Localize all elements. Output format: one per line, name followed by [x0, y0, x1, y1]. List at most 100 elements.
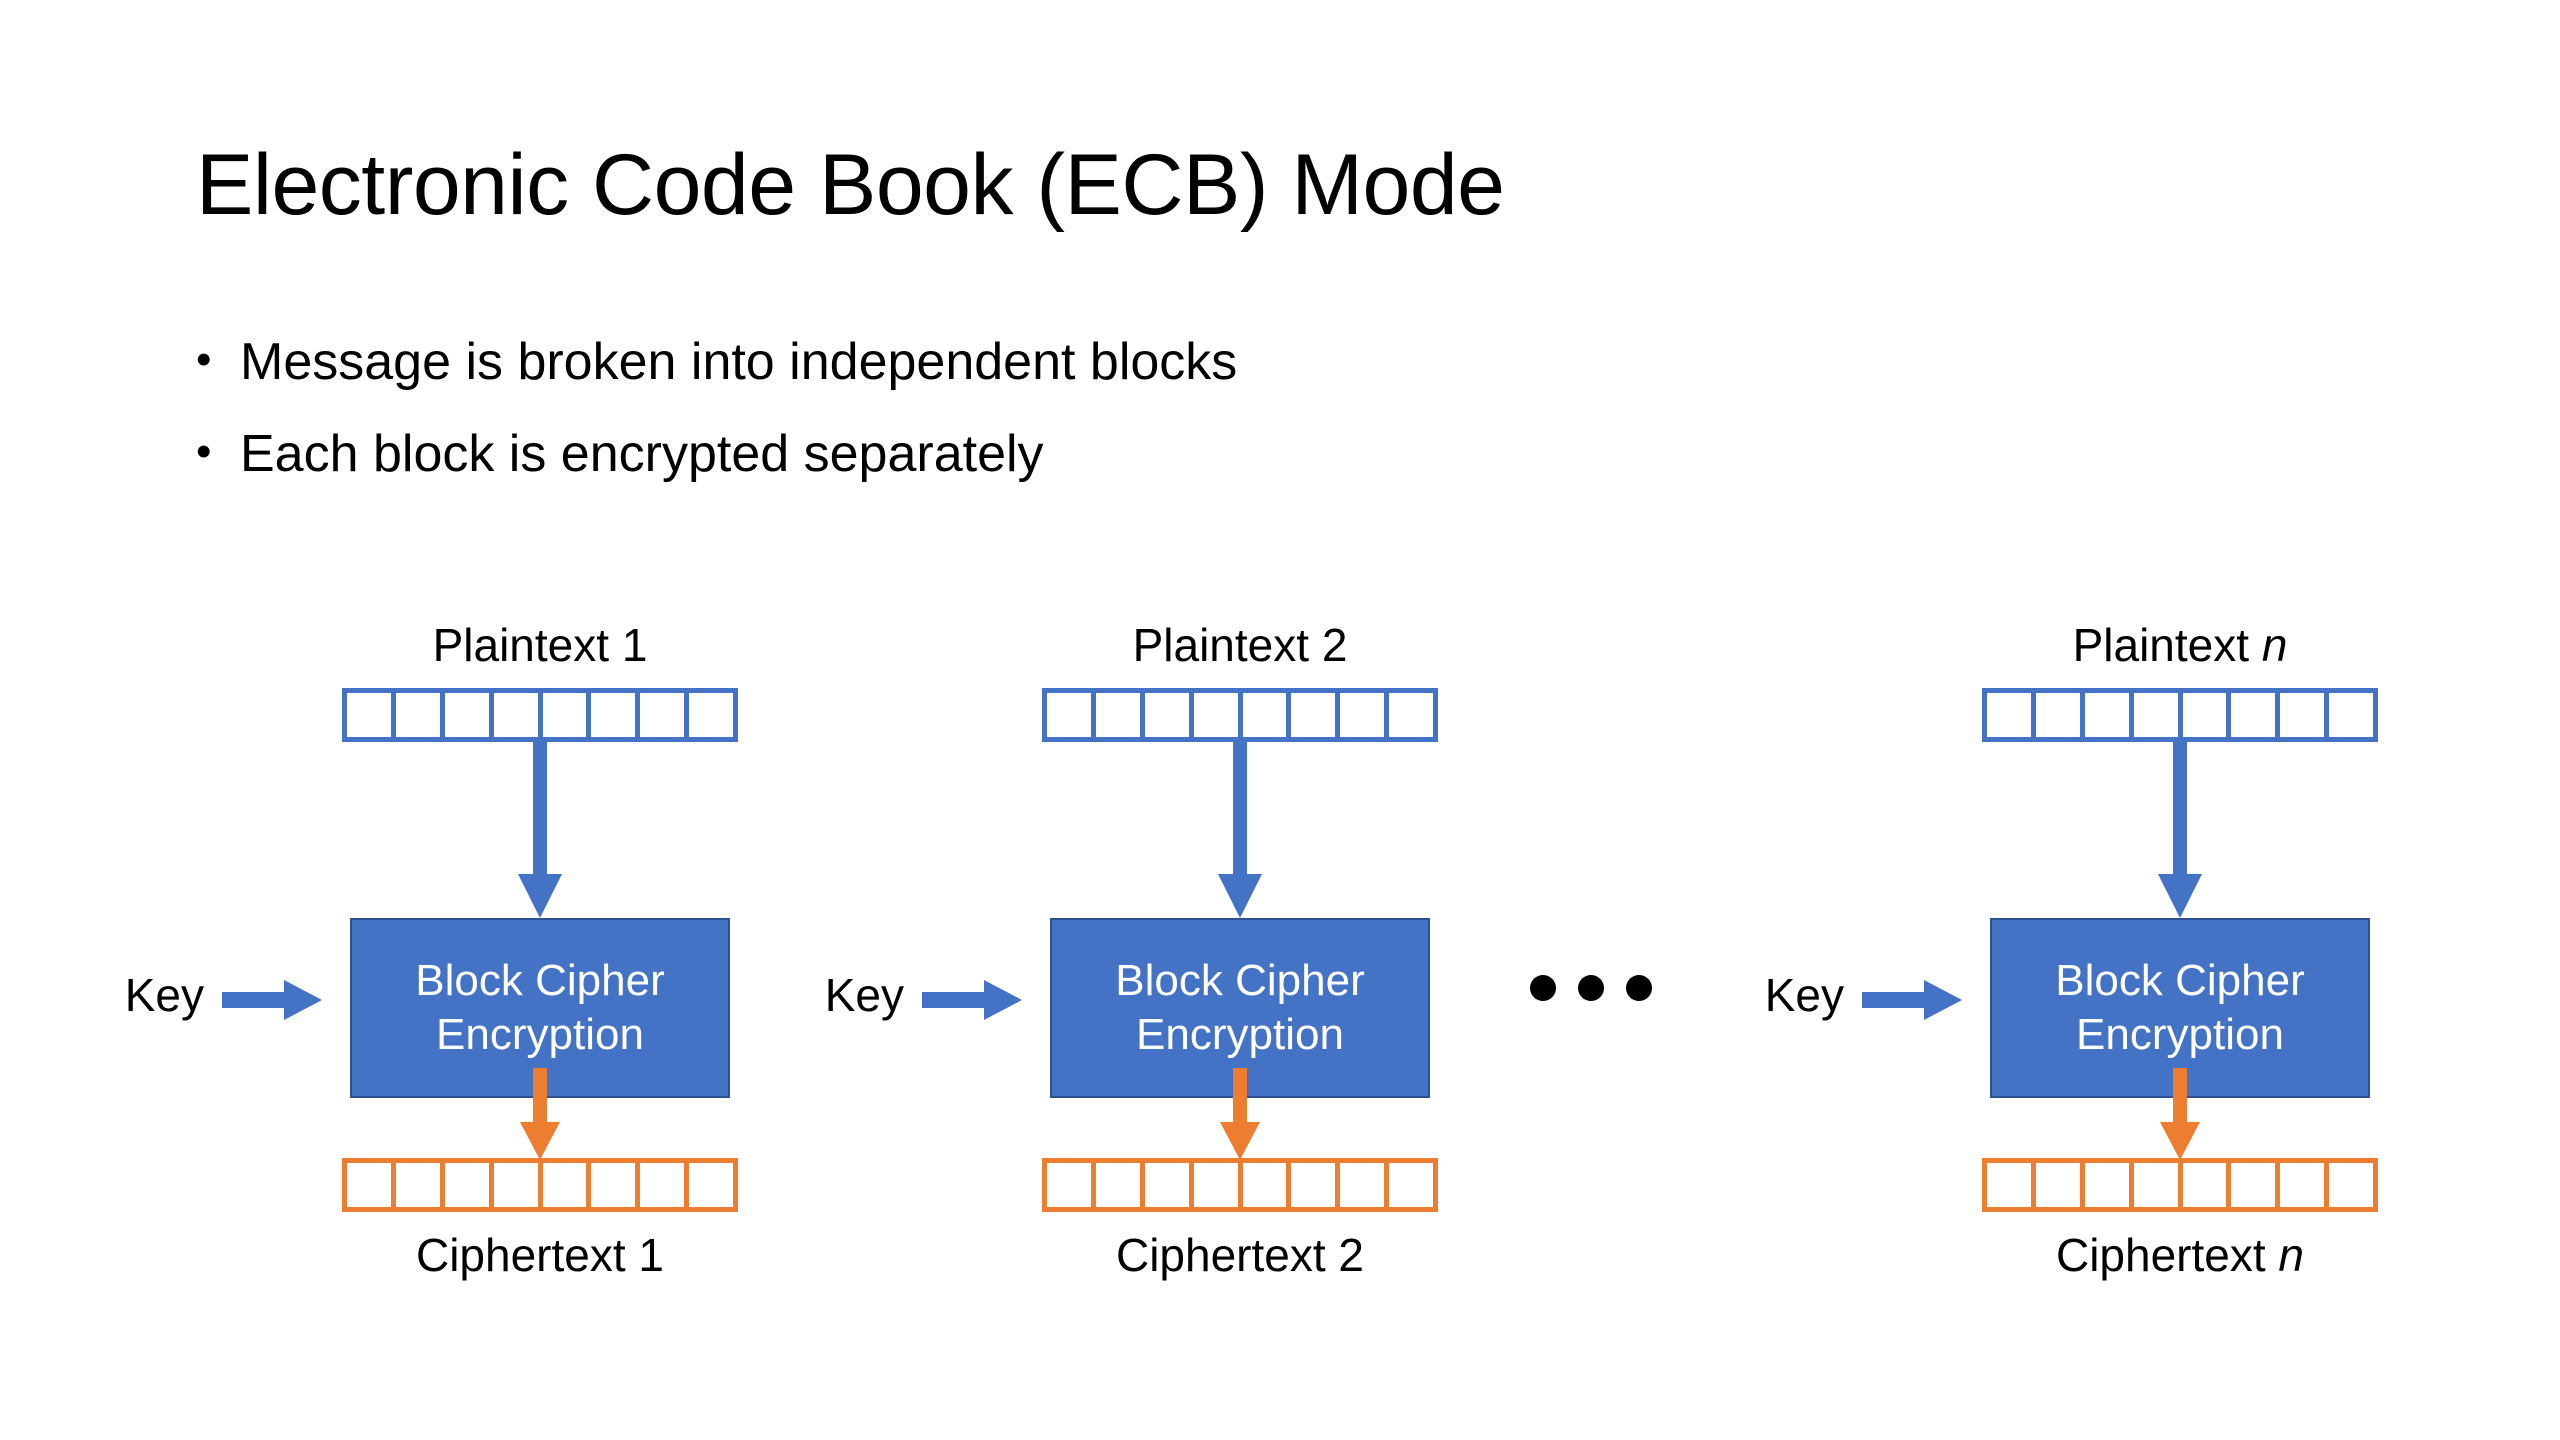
- bullet-list: • Message is broken into independent blo…: [196, 330, 2196, 513]
- block-cell: [1389, 693, 1433, 737]
- ellipsis-icon: [1530, 975, 1652, 1001]
- bullet-text: Each block is encrypted separately: [240, 424, 1044, 483]
- block-cell: [395, 693, 445, 737]
- ciphertext-block-strip-1: [342, 1158, 738, 1212]
- block-cell: [2329, 1163, 2373, 1207]
- bullet-text: Message is broken into independent block…: [240, 333, 1238, 391]
- plaintext-label-2: Plaintext 2: [980, 620, 1500, 671]
- block-cell: [347, 693, 396, 737]
- block-cell: [2329, 693, 2373, 737]
- page-title: Electronic Code Book (ECB) Mode: [196, 137, 1505, 233]
- plaintext-label-n: Plaintext n: [1920, 620, 2440, 671]
- ecb-diagram: Plaintext 1 Key Block Cipher Encryption: [0, 620, 2560, 1440]
- plaintext-label-base: Plaintext: [1132, 619, 1310, 671]
- block-cell: [2035, 1163, 2085, 1207]
- key-label-1: Key: [124, 969, 204, 1021]
- plaintext-block-strip-n: [1982, 688, 2378, 742]
- block-cell: [542, 1163, 592, 1207]
- block-cell: [1095, 693, 1145, 737]
- plaintext-block-strip-2: [1042, 688, 1438, 742]
- plaintext-label-index: 1: [621, 619, 648, 671]
- block-cell: [1193, 693, 1243, 737]
- key-label-2: Key: [824, 969, 904, 1021]
- ciphertext-label-1: Ciphertext 1: [280, 1230, 800, 1281]
- block-cell: [1144, 693, 1194, 737]
- ciphertext-label-index: 2: [1338, 1229, 1365, 1281]
- block-cell: [493, 1163, 543, 1207]
- cipher-to-ciphertext-arrow-icon: [1220, 1068, 1260, 1160]
- ciphertext-block-strip-n: [1982, 1158, 2378, 1212]
- block-cell: [1242, 693, 1292, 737]
- ecb-block-column-1: Plaintext 1 Key Block Cipher Encryption: [125, 620, 800, 1440]
- block-cell: [395, 1163, 445, 1207]
- plaintext-to-cipher-arrow-icon: [2158, 742, 2202, 918]
- block-cell: [2133, 1163, 2183, 1207]
- block-cell: [689, 693, 733, 737]
- block-cell: [1242, 1163, 1292, 1207]
- plaintext-label-base: Plaintext: [2072, 619, 2250, 671]
- block-cell: [2182, 693, 2232, 737]
- plaintext-label-index: n: [2261, 619, 2288, 671]
- block-cell: [493, 693, 543, 737]
- block-cell: [1095, 1163, 1145, 1207]
- plaintext-to-cipher-arrow-icon: [1218, 742, 1262, 918]
- cipher-box-line-1: Block Cipher: [1115, 956, 1365, 1006]
- block-cell: [2231, 693, 2281, 737]
- list-item: • Each block is encrypted separately: [196, 422, 2196, 488]
- key-arrow-icon: [1862, 980, 1962, 1020]
- list-item: • Message is broken into independent blo…: [196, 330, 2196, 396]
- block-cell: [1987, 1163, 2036, 1207]
- ellipsis-dot: [1578, 975, 1604, 1001]
- ciphertext-label-n: Ciphertext n: [1920, 1230, 2440, 1281]
- block-cell: [1340, 693, 1390, 737]
- ciphertext-label-base: Ciphertext: [2055, 1229, 2266, 1281]
- block-cell: [1144, 1163, 1194, 1207]
- block-cell: [2231, 1163, 2281, 1207]
- ecb-block-column-n: Plaintext n Key Block Cipher Encryption: [1765, 620, 2440, 1440]
- ciphertext-block-strip-2: [1042, 1158, 1438, 1212]
- block-cell: [444, 693, 494, 737]
- block-cell: [2280, 1163, 2330, 1207]
- key-label-n: Key: [1764, 969, 1844, 1021]
- ellipsis-dot: [1626, 975, 1652, 1001]
- plaintext-block-strip-1: [342, 688, 738, 742]
- block-cell: [2084, 1163, 2134, 1207]
- cipher-to-ciphertext-arrow-icon: [2160, 1068, 2200, 1160]
- block-cell: [1340, 1163, 1390, 1207]
- block-cell: [2280, 693, 2330, 737]
- block-cell: [1047, 693, 1096, 737]
- block-cell: [591, 693, 641, 737]
- key-arrow-icon: [922, 980, 1022, 1020]
- block-cell: [1193, 1163, 1243, 1207]
- ciphertext-label-index: n: [2278, 1229, 2305, 1281]
- block-cell: [2133, 693, 2183, 737]
- cipher-box-line-1: Block Cipher: [2055, 956, 2305, 1006]
- block-cell: [1389, 1163, 1433, 1207]
- block-cell: [640, 693, 690, 737]
- cipher-box-line-2: Encryption: [2076, 1010, 2284, 1059]
- block-cell: [542, 693, 592, 737]
- bullet-dot-icon: •: [196, 426, 212, 476]
- block-cell: [2182, 1163, 2232, 1207]
- block-cell: [591, 1163, 641, 1207]
- block-cell: [1987, 693, 2036, 737]
- block-cell: [1291, 1163, 1341, 1207]
- plaintext-label-base: Plaintext: [432, 619, 610, 671]
- ellipsis-dot: [1530, 975, 1556, 1001]
- key-arrow-icon: [222, 980, 322, 1020]
- block-cell: [2084, 693, 2134, 737]
- ciphertext-label-base: Ciphertext: [1115, 1229, 1326, 1281]
- block-cell: [2035, 693, 2085, 737]
- ciphertext-label-base: Ciphertext: [415, 1229, 626, 1281]
- plaintext-to-cipher-arrow-icon: [518, 742, 562, 918]
- block-cell: [444, 1163, 494, 1207]
- cipher-to-ciphertext-arrow-icon: [520, 1068, 560, 1160]
- plaintext-label-index: 2: [1321, 619, 1348, 671]
- cipher-box-line-1: Block Cipher: [415, 956, 665, 1006]
- bullet-dot-icon: •: [196, 335, 212, 384]
- cipher-box-line-2: Encryption: [1136, 1010, 1344, 1059]
- block-cell: [1291, 693, 1341, 737]
- block-cell: [689, 1163, 733, 1207]
- cipher-box-line-2: Encryption: [436, 1010, 644, 1059]
- plaintext-label-1: Plaintext 1: [280, 620, 800, 671]
